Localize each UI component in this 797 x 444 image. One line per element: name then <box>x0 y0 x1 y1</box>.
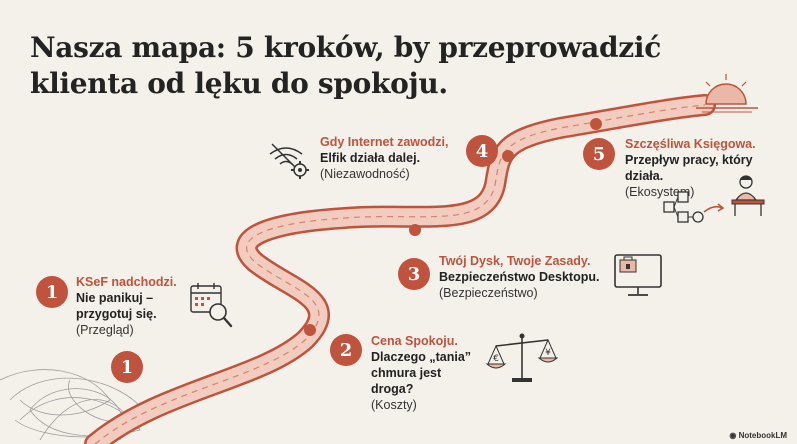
monitor-lock-icon <box>614 254 662 296</box>
step-1-badge: 1 <box>36 276 68 308</box>
road-marker-dot <box>304 324 316 336</box>
step-3-heading: Twój Dysk, Twoje Zasady. <box>439 254 591 268</box>
step-3-category: (Bezpieczeństwo) <box>439 286 538 300</box>
step-5-text: Przepływ pracy, który działa. <box>625 153 753 183</box>
road-surface <box>86 96 714 444</box>
svg-text:€: € <box>493 354 499 364</box>
step-2-category: (Koszty) <box>371 398 417 412</box>
step-5-heading: Szczęśliwa Księgowa. <box>625 137 756 151</box>
step-2-text: Dlaczego „tania” chmura jest droga? <box>371 350 472 396</box>
svg-text:¥: ¥ <box>545 348 551 358</box>
step-1-category: (Przegląd) <box>76 323 134 337</box>
road-marker-dot <box>502 150 514 162</box>
notebooklm-watermark: ◉ NotebookLM <box>729 431 787 440</box>
step-2: Cena Spokoju. Dlaczego „tania” chmura je… <box>371 333 481 413</box>
broken-wifi-gear-icon <box>269 143 309 179</box>
road-marker-dot <box>409 224 421 236</box>
watermark-text: NotebookLM <box>738 431 787 440</box>
step-5: Szczęśliwa Księgowa. Przepływ pracy, któ… <box>625 136 765 200</box>
step-4: Gdy Internet zawodzi, Elfik działa dalej… <box>320 134 480 182</box>
step-4-category: (Niezawodność) <box>320 167 410 181</box>
step-1-heading: KSeF nadchodzi. <box>76 275 177 289</box>
step-3: Twój Dysk, Twoje Zasady. Bezpieczeństwo … <box>439 253 609 301</box>
step-4-text: Elfik działa dalej. <box>320 151 421 165</box>
step-1-text: Nie panikuj – przygotuj się. <box>76 291 157 321</box>
calendar-search-icon <box>190 283 233 328</box>
step-2-heading: Cena Spokoju. <box>371 334 458 348</box>
accountant-workflow-icon <box>663 175 765 223</box>
step-5-badge: 5 <box>583 138 615 170</box>
step-5-category: (Ekosystem) <box>625 185 695 199</box>
title-line-1: Nasza mapa: 5 kroków, by przeprowadzić <box>30 31 661 64</box>
notebooklm-icon: ◉ <box>729 431 739 440</box>
step-4-badge: 4 <box>466 135 498 167</box>
sunrise-icon <box>696 74 758 113</box>
step-1: KSeF nadchodzi. Nie panikuj – przygotuj … <box>76 274 186 338</box>
step-3-badge: 3 <box>398 258 430 290</box>
step-3-text: Bezpieczeństwo Desktopu. <box>439 270 600 284</box>
road-marker-dot <box>590 118 602 130</box>
page-title: Nasza mapa: 5 kroków, by przeprowadzić k… <box>30 30 661 102</box>
road-start-badge: 1 <box>111 351 143 383</box>
scale-euro-yen-icon: € ¥ <box>485 333 559 382</box>
title-line-2: klienta od lęku do spokoju. <box>30 67 448 100</box>
step-4-heading: Gdy Internet zawodzi, <box>320 135 449 149</box>
step-2-badge: 2 <box>330 334 362 366</box>
